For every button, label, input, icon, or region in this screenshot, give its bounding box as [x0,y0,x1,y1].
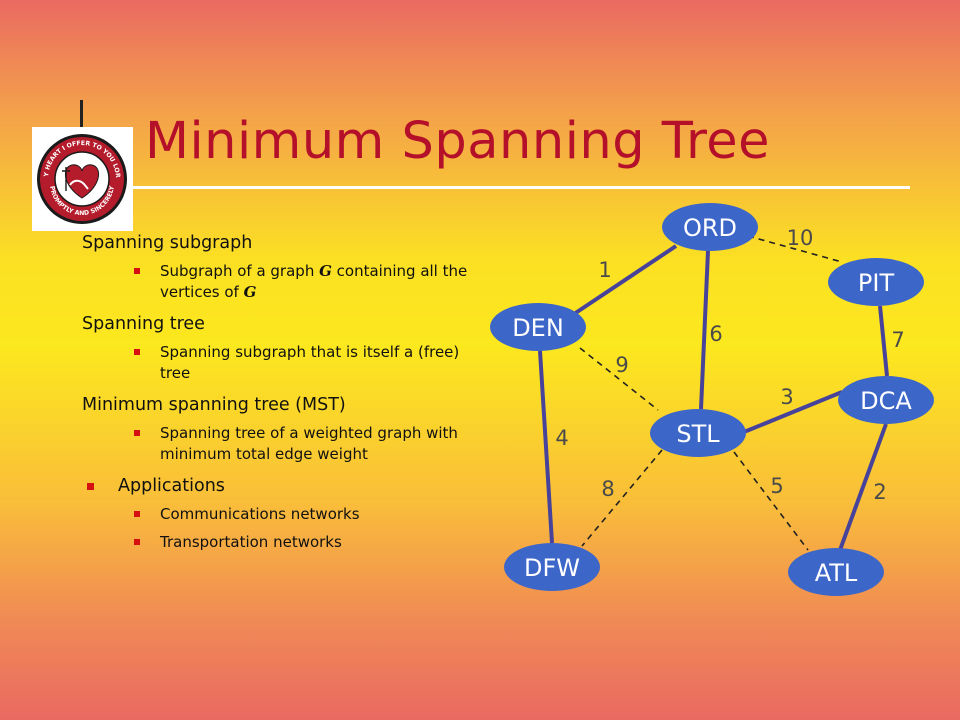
node-ellipse [838,376,934,424]
edge-weight-ord-den: 1 [598,258,611,282]
node-ellipse [662,203,758,251]
bullet-subitem: Spanning subgraph that is itself a (free… [134,342,492,384]
node-ellipse [504,543,600,591]
bullet-marker-icon [134,511,140,517]
bullet-marker-icon [134,539,140,545]
bullet-text: Communications networks [160,505,360,523]
tree-edge-ord-den [572,244,678,316]
bullet-text: Spanning tree [82,314,205,334]
bullet-marker-icon [134,268,140,274]
school-logo: MY HEART I OFFER TO YOU LORD PROMPTLY AN… [29,122,133,231]
node-pit: PIT [828,258,924,306]
node-ellipse [788,548,884,596]
bullet-text: Spanning tree of a weighted graph with m… [160,424,458,463]
bullet-marker-icon [87,483,94,490]
non-tree-edge-stl-atl [733,451,809,551]
non-tree-edge-stl-dfw [581,449,663,547]
non-tree-edge-den-stl [579,347,659,411]
node-label: DFW [524,554,580,582]
node-dfw: DFW [504,543,600,591]
node-label: DCA [860,387,912,415]
node-ellipse [490,303,586,351]
tree-edge-stl-dca [743,390,843,434]
bullet-heading: Spanning subgraph [82,232,502,254]
edge-weight-stl-atl: 5 [770,474,783,498]
title-underline [130,186,910,189]
bullet-heading: Applications [87,475,502,497]
node-atl: ATL [788,548,884,596]
bullet-subitem: Subgraph of a graph G containing all the… [134,261,492,303]
tree-edge-ord-stl [699,250,710,410]
bullet-text: containing all the vertices of [160,262,468,301]
node-label: ATL [815,559,858,587]
graph-variable: G [319,262,332,280]
bullet-subitem: Communications networks [134,504,492,525]
bullet-text: Minimum spanning tree (MST) [82,395,346,415]
edge-weight-dca-atl: 2 [873,480,886,504]
graph-variable: G [243,283,257,301]
bullet-heading: Minimum spanning tree (MST) [82,394,502,416]
bullet-marker-icon [134,430,140,436]
bullet-heading: Spanning tree [82,313,502,335]
logo-seal: MY HEART I OFFER TO YOU LORD PROMPTLY AN… [29,122,127,224]
bullet-text: Subgraph of a graph [160,262,320,280]
edge-weight-ord-pit: 10 [787,226,814,250]
bullet-marker-icon [134,349,140,355]
bullet-text: Spanning subgraph that is itself a (free… [160,343,460,382]
node-label: STL [676,420,720,448]
bullet-subitem: Spanning tree of a weighted graph with m… [134,423,492,465]
slide-title: Minimum Spanning Tree [145,112,771,171]
tree-edge-den-dfw [538,350,554,544]
non-tree-edge-ord-pit [747,235,843,263]
edge-weight-den-dfw: 4 [555,426,568,450]
node-ellipse [828,258,924,306]
node-label: ORD [683,214,737,242]
bullet-text: Transportation networks [160,533,342,551]
bullet-text: Spanning subgraph [82,233,253,253]
node-label: DEN [512,314,564,342]
node-ellipse [650,409,746,457]
node-stl: STL [650,409,746,457]
node-den: DEN [490,303,586,351]
node-ord: ORD [662,203,758,251]
edge-weight-den-stl: 9 [615,353,628,377]
edges-layer [538,235,889,551]
bullet-subitem: Transportation networks [134,532,492,553]
edge-weight-ord-stl: 6 [709,322,722,346]
edge-weight-stl-dca: 3 [780,385,793,409]
edge-weight-stl-dfw: 8 [601,477,614,501]
tree-edge-dca-atl [838,423,888,551]
tree-edge-pit-dca [878,305,889,377]
bullet-text: Applications [118,476,225,496]
edge-weight-pit-dca: 7 [891,328,904,352]
node-dca: DCA [838,376,934,424]
node-label: PIT [858,269,895,297]
